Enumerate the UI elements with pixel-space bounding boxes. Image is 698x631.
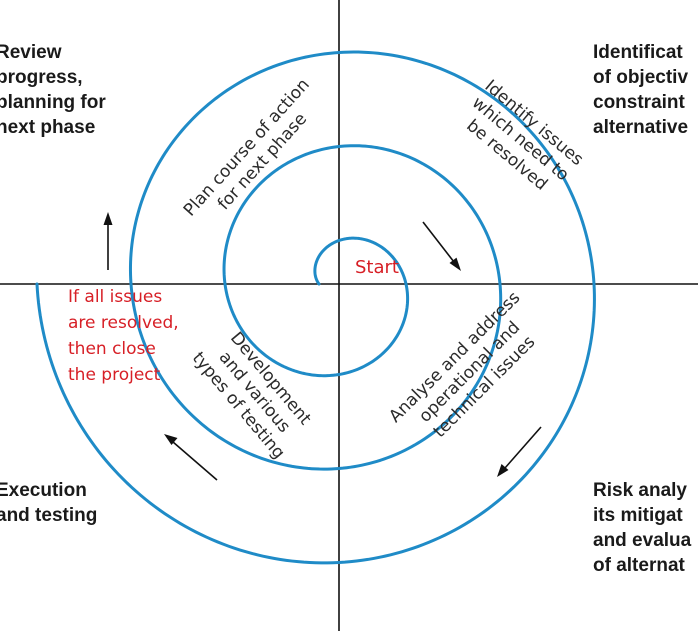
arrow-up-icon xyxy=(103,212,113,270)
quadrant-label-bottom-left: Execution and testing xyxy=(0,480,98,526)
arrow-down-right-icon xyxy=(422,221,461,271)
spiral-path xyxy=(35,50,596,565)
quadrant-label-top-left: Review progress, planning for next phase xyxy=(0,42,106,138)
quadrant-label-top-right: Identificat of objectiv constraint alter… xyxy=(593,42,689,138)
close-condition-label: If all issues are resolved, then close t… xyxy=(68,287,179,385)
quadrant-label-bottom-right: Risk analy its mitigat and evalua of alt… xyxy=(593,480,692,576)
arrow-down-left-icon xyxy=(497,426,542,477)
arrow-up-left-icon xyxy=(164,434,218,481)
start-label: Start xyxy=(355,257,399,278)
